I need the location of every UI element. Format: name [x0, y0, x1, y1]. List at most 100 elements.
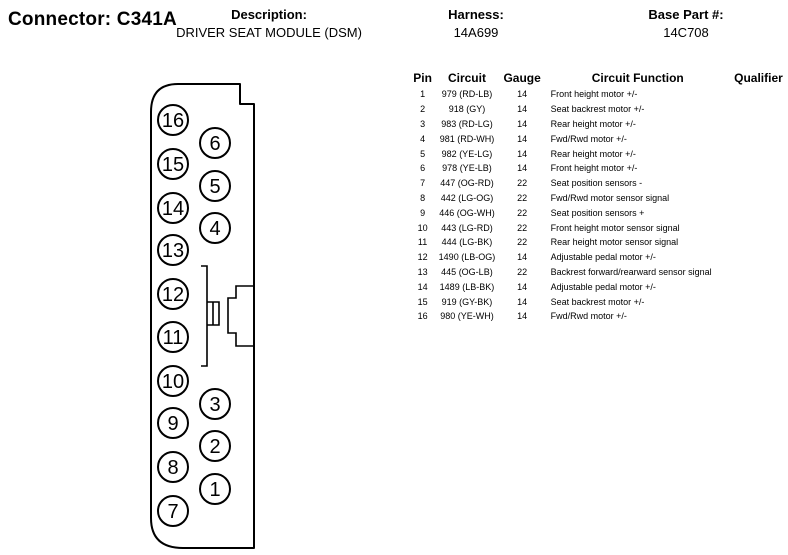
circuit-code: 919 (GY-BK)	[441, 296, 493, 307]
pin-circle	[157, 148, 189, 180]
qualifier	[729, 279, 788, 294]
pin-number: 13	[417, 266, 428, 277]
circuit-code: 978 (YE-LB)	[442, 163, 492, 174]
circuit-code: 979 (RD-LB)	[441, 89, 493, 100]
wire-gauge: 14	[517, 133, 528, 144]
connector-pin: 12	[157, 278, 189, 310]
pin-number: 7	[420, 178, 426, 189]
connector-pin: 16	[157, 104, 189, 136]
wire-gauge: 14	[517, 296, 528, 307]
circuit-function: Front height motor +/-	[550, 89, 638, 100]
pin-label: 8	[167, 457, 178, 479]
pin-label: 2	[209, 436, 220, 458]
pin-number: 11	[417, 237, 428, 248]
circuit-function: Seat position sensors -	[550, 178, 643, 189]
circuit-code: 1490 (LB-OG)	[438, 252, 496, 263]
connector-pin: 9	[157, 407, 189, 439]
pin-label: 15	[162, 154, 184, 176]
connector-locking-tab	[227, 285, 254, 347]
circuit-code: 980 (YE-WH)	[440, 311, 494, 322]
col-circuit: Circuit	[447, 70, 486, 85]
pin-circle	[157, 407, 189, 439]
pin-circle	[157, 495, 189, 527]
connector-pin: 7	[157, 495, 189, 527]
connector-pin: 3	[199, 388, 231, 420]
pin-table: Pin Circuit Gauge Circuit Function Quali…	[409, 70, 788, 324]
wire-gauge: 22	[517, 222, 528, 233]
qualifier	[729, 161, 788, 176]
pin-label: 10	[162, 371, 184, 393]
circuit-function: Front height motor sensor signal	[550, 222, 680, 233]
base-part-heading: Base Part #:	[648, 7, 724, 22]
pin-number: 1	[420, 89, 426, 100]
wire-gauge: 14	[517, 118, 528, 129]
pin-number: 8	[420, 192, 426, 203]
connector-label: Connector: C341A	[8, 9, 177, 30]
pin-number: 9	[420, 207, 426, 218]
connector-pin: 11	[157, 321, 189, 353]
circuit-function: Rear height motor sensor signal	[550, 237, 679, 248]
wire-gauge: 14	[517, 163, 528, 174]
connector-pin: 8	[157, 451, 189, 483]
wire-gauge: 22	[517, 266, 528, 277]
wire-gauge: 14	[517, 252, 528, 263]
circuit-code: 446 (OG-WH)	[439, 207, 495, 218]
pin-label: 11	[163, 327, 184, 349]
pin-label: 3	[209, 394, 220, 416]
connector-side-bracket	[201, 265, 220, 367]
connector-pin: 5	[199, 170, 231, 202]
circuit-function: Seat position sensors +	[550, 207, 645, 218]
connector-pin: 1	[199, 473, 231, 505]
base-part-value: 14C708	[663, 25, 709, 40]
pin-label: 1	[209, 479, 220, 501]
qualifier	[729, 117, 788, 132]
qualifier	[729, 250, 788, 265]
harness-heading: Harness:	[448, 7, 504, 22]
wire-gauge: 14	[517, 89, 528, 100]
pin-circle	[199, 170, 231, 202]
table-row: 1 979 (RD-LB) 14 Front height motor +/-	[409, 87, 788, 102]
description-value: DRIVER SEAT MODULE (DSM)	[176, 25, 362, 40]
pin-number: 15	[417, 296, 428, 307]
circuit-function: Fwd/Rwd motor sensor signal	[550, 192, 670, 203]
circuit-function: Seat backrest motor +/-	[550, 296, 645, 307]
pin-circle	[199, 212, 231, 244]
pin-circle	[199, 127, 231, 159]
pin-label: 14	[162, 198, 184, 220]
qualifier	[729, 146, 788, 161]
pin-circle	[157, 104, 189, 136]
connector-pin: 10	[157, 365, 189, 397]
circuit-function: Seat backrest motor +/-	[550, 104, 645, 115]
col-circuit-function: Circuit Function	[591, 70, 684, 85]
qualifier	[729, 176, 788, 191]
circuit-function: Backrest forward/rearward sensor signal	[550, 266, 712, 277]
connector-pin: 6	[199, 127, 231, 159]
wire-gauge: 14	[517, 281, 528, 292]
pin-label: 12	[162, 284, 184, 306]
pin-table-header: Pin Circuit Gauge Circuit Function Quali…	[409, 70, 788, 87]
pin-number: 10	[417, 222, 428, 233]
qualifier	[729, 220, 788, 235]
circuit-function: Rear height motor +/-	[550, 148, 636, 159]
connector-pin: 2	[199, 430, 231, 462]
circuit-function: Rear height motor +/-	[550, 118, 636, 129]
circuit-function: Fwd/Rwd motor +/-	[550, 311, 627, 322]
pin-label: 7	[167, 501, 178, 523]
wire-gauge: 14	[517, 104, 528, 115]
circuit-code: 445 (OG-LB)	[441, 266, 493, 277]
qualifier	[729, 294, 788, 309]
circuit-code: 443 (LG-RD)	[441, 222, 493, 233]
pin-number: 14	[417, 281, 428, 292]
circuit-code: 918 (GY)	[448, 104, 486, 115]
pin-circle	[199, 430, 231, 462]
